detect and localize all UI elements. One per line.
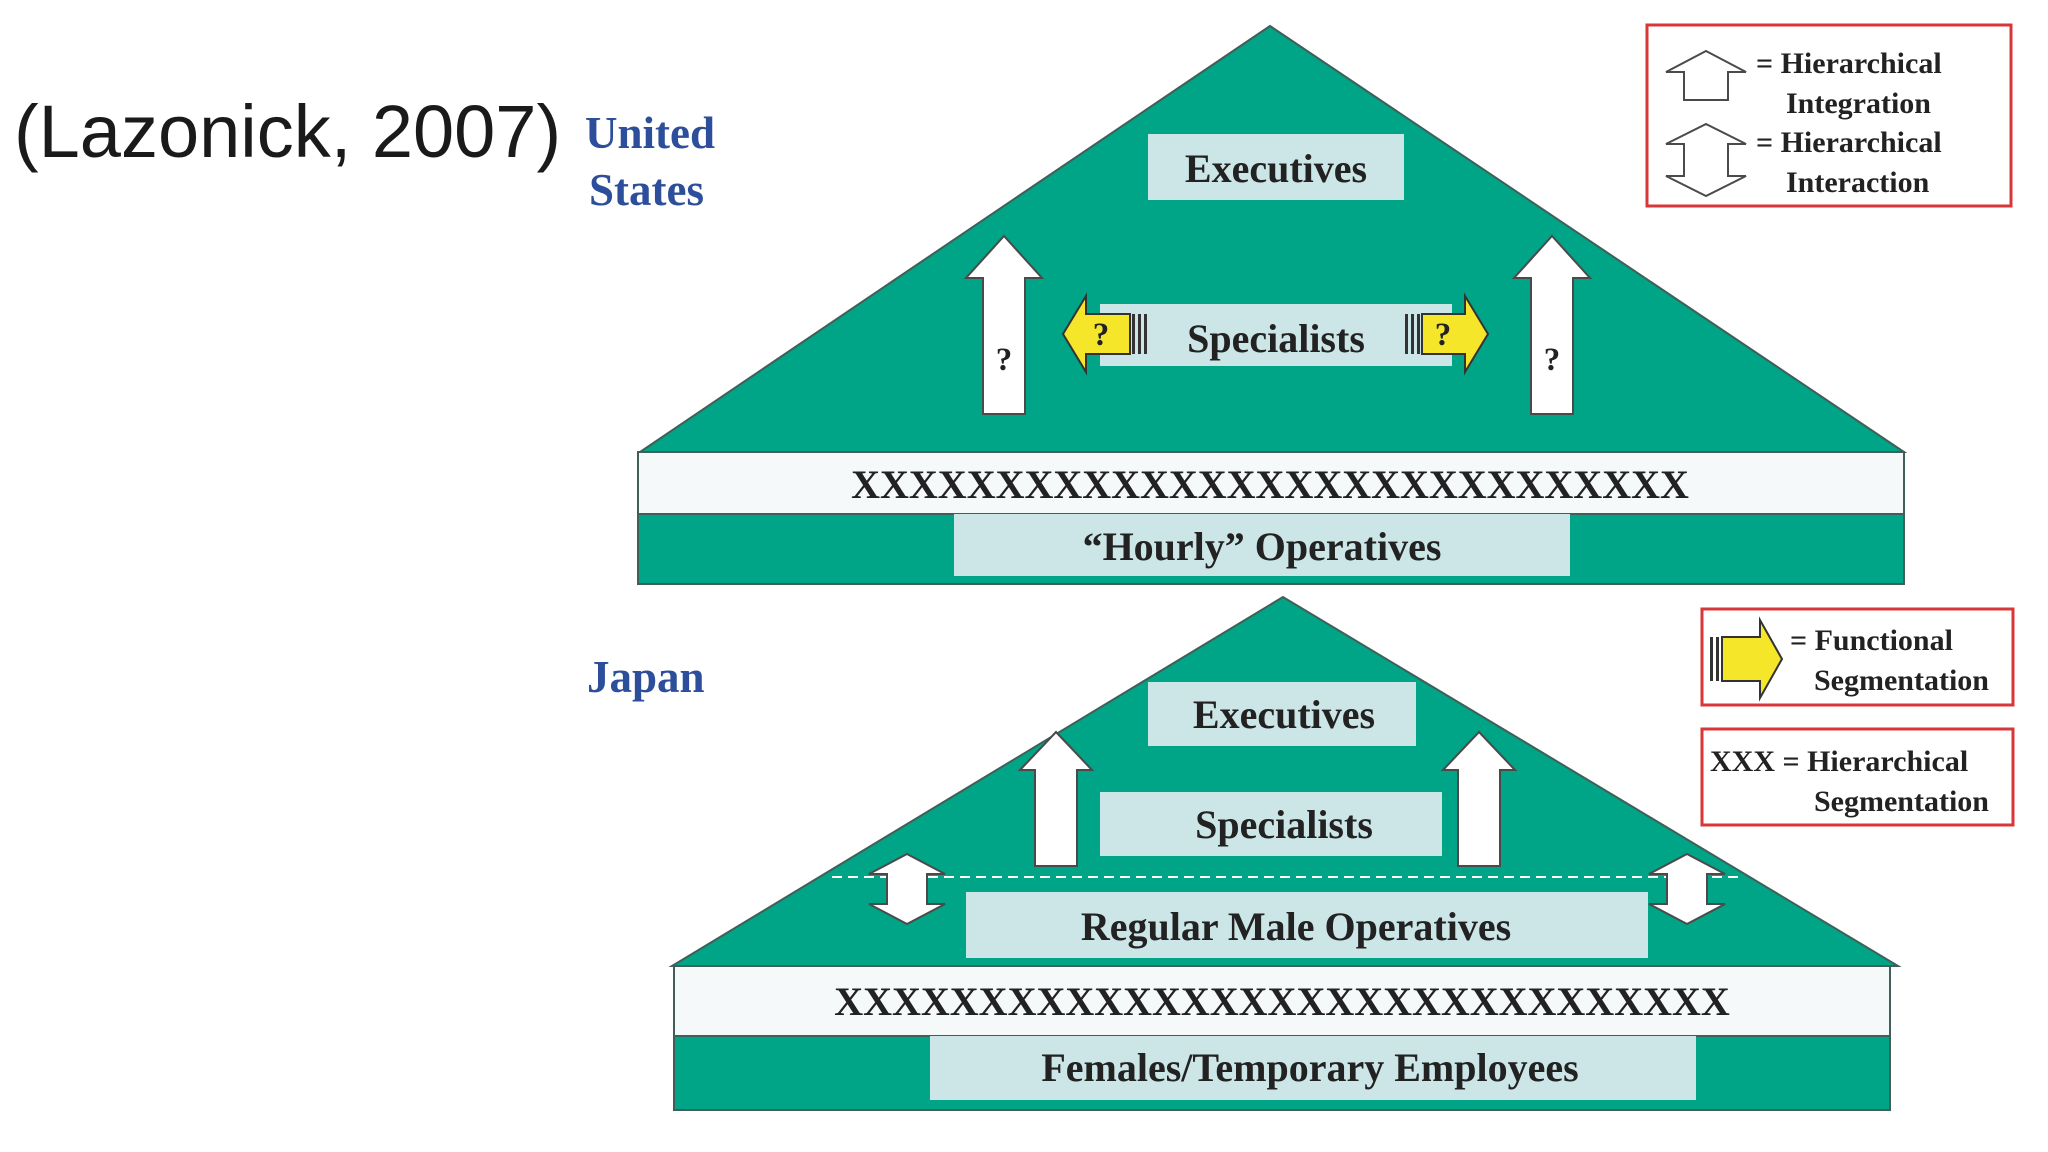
japan-specialists-label: Specialists (1195, 802, 1373, 847)
legend-hseg-line1: XXX = Hierarchical (1710, 745, 1968, 778)
japan-label: Japan (587, 652, 705, 702)
legend-hseg-line2: Segmentation (1814, 785, 1989, 818)
us-left-up-question: ? (996, 342, 1013, 378)
japan-divider-x: XXXXXXXXXXXXXXXXXXXXXXXXXXXXXXX (834, 979, 1730, 1024)
japan-left-double-arrow (868, 852, 946, 926)
legend-interaction-line2: Interaction (1786, 166, 1930, 199)
us-right-up-arrow: ? (1511, 234, 1593, 415)
us-operatives-label: “Hourly” Operatives (1083, 524, 1442, 569)
hseg-legend-box (1700, 727, 2015, 827)
japan-specialists-box (1100, 792, 1442, 856)
us-specialists-label: Specialists (1187, 316, 1365, 361)
legend-functional-line1: = Functional (1790, 624, 1953, 657)
legend-integration-arrow-icon (1665, 49, 1747, 101)
us-right-arrow-question: ? (1435, 317, 1452, 353)
us-label-line1: United (585, 108, 715, 158)
us-divider-x: XXXXXXXXXXXXXXXXXXXXXXXXXXXXX (851, 462, 1689, 507)
japan-regular-label: Regular Male Operatives (1081, 904, 1511, 949)
us-right-functional-arrow: ? (1405, 292, 1490, 376)
legend-integration-line2: Integration (1786, 87, 1931, 120)
us-left-functional-arrow: ? (1061, 292, 1147, 376)
japan-executives-box (1148, 682, 1416, 746)
japan-executives-label: Executives (1193, 692, 1375, 737)
legend-interaction-line1: = Hierarchical (1756, 126, 1942, 159)
us-operatives-box (954, 514, 1570, 576)
japan-right-up-arrow (1440, 730, 1518, 867)
us-left-arrow-question: ? (1093, 317, 1110, 353)
us-executives-label: Executives (1185, 146, 1367, 191)
us-divider-band (637, 451, 1905, 515)
legend-interaction-arrow-icon (1665, 122, 1747, 198)
legend-integration-line1: = Hierarchical (1756, 47, 1942, 80)
japan-divider-band (673, 965, 1891, 1037)
japan-left-up-arrow (1017, 730, 1095, 867)
us-specialists-box (1100, 304, 1452, 366)
us-right-up-question: ? (1544, 342, 1561, 378)
japan-regular-box (966, 892, 1648, 958)
legend-functional-line2: Segmentation (1814, 664, 1989, 697)
us-executives-box (1148, 134, 1404, 200)
us-left-up-arrow: ? (963, 234, 1045, 415)
japan-right-double-arrow (1648, 852, 1726, 926)
japan-females-label: Females/Temporary Employees (1041, 1045, 1578, 1090)
us-label-line2: States (589, 165, 704, 215)
citation: (Lazonick, 2007) (14, 90, 561, 173)
japan-females-box (930, 1036, 1696, 1100)
legend-functional-arrow-icon (1710, 616, 1784, 702)
